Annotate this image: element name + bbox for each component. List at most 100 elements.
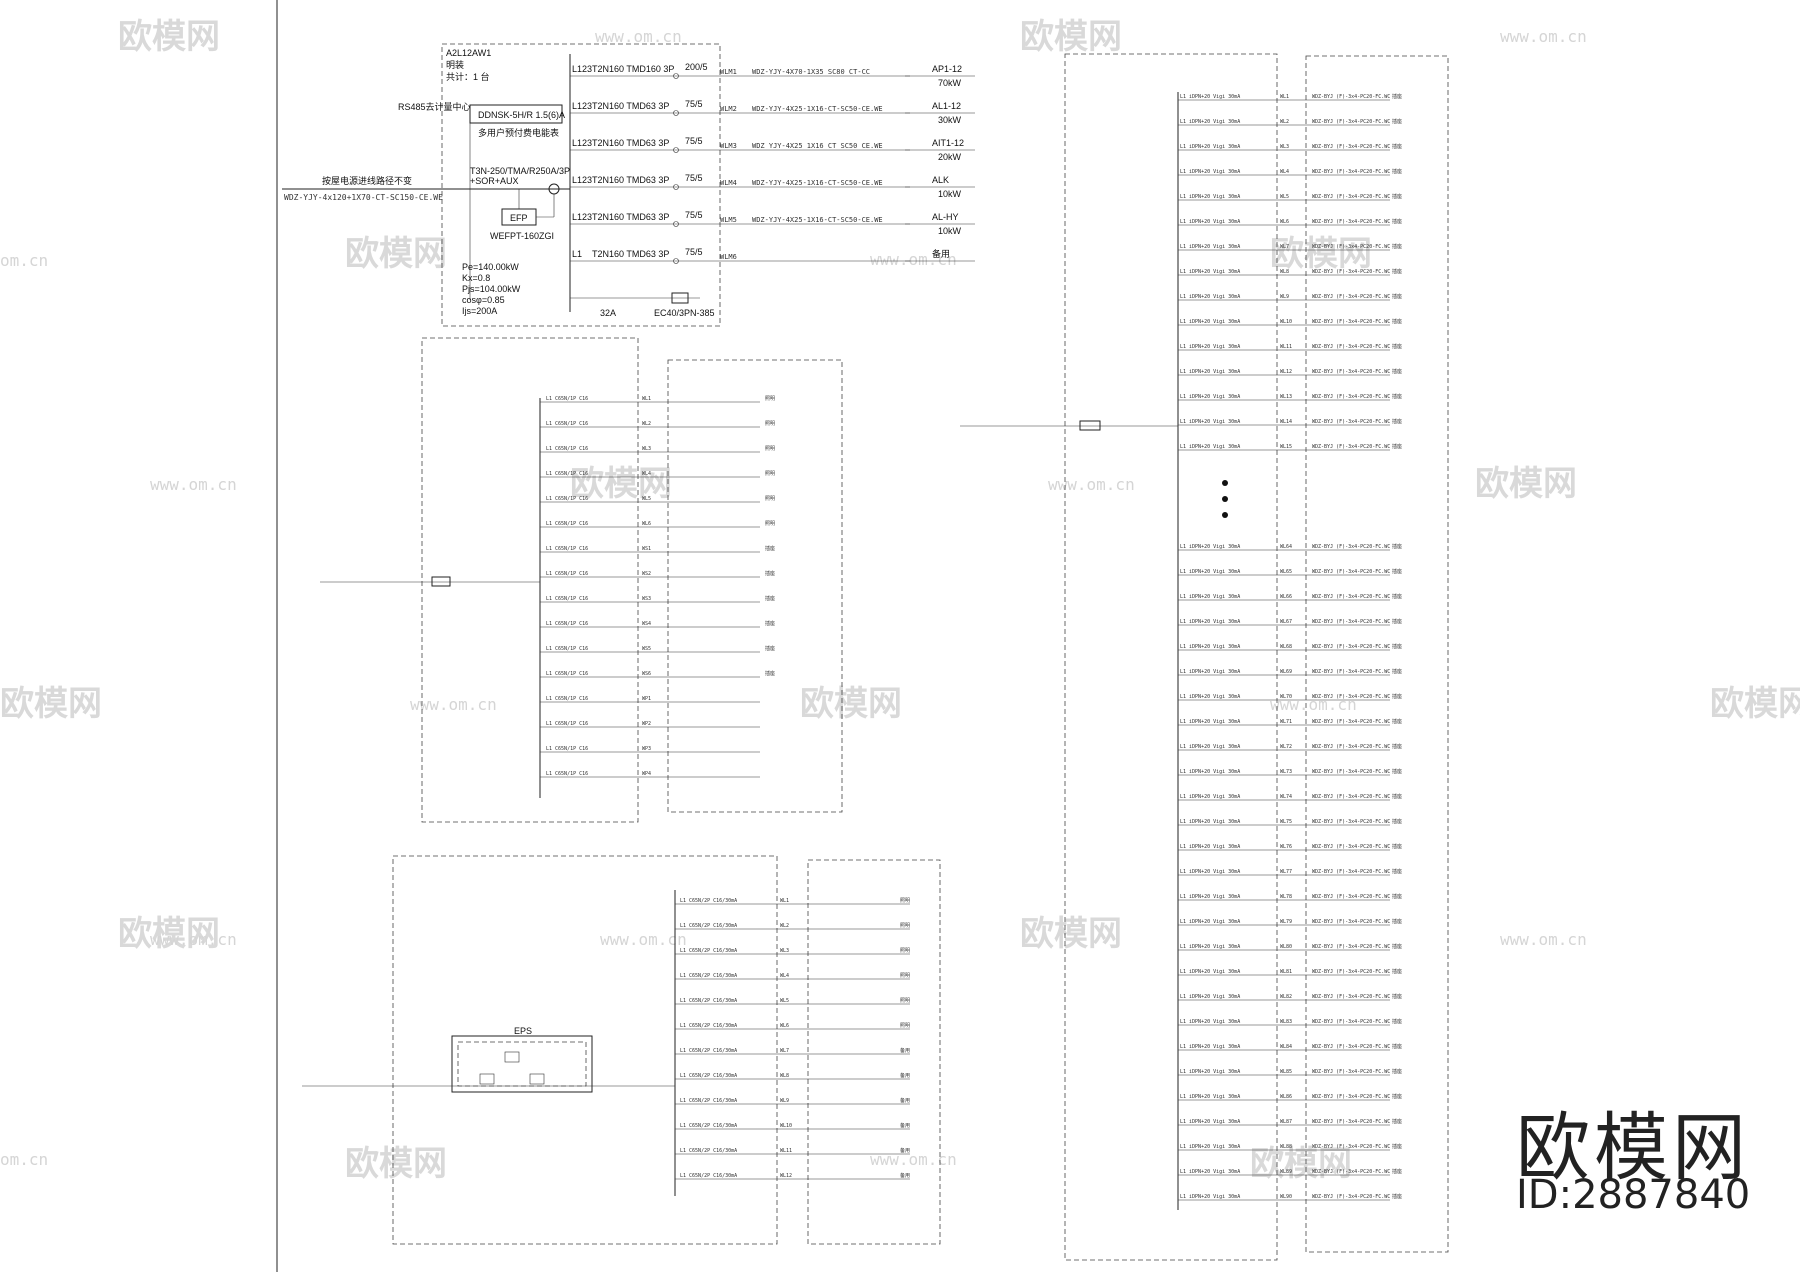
panel2-circuit-id: WS2 [642, 571, 651, 577]
panel4-load: 插座 [1392, 1068, 1402, 1075]
panel4-breaker: L1 iDPN+20 Vigi 30mA [1180, 744, 1240, 750]
panel4-load: 插座 [1392, 568, 1402, 575]
panel4-load: 插座 [1392, 943, 1402, 950]
panel4-breaker: L1 iDPN+20 Vigi 30mA [1180, 669, 1240, 675]
eps-unit-frame [451, 1035, 593, 1093]
panel4-cable: WDZ-BYJ (F)-3x4-PC20-FC.WC [1312, 644, 1390, 650]
energy-meter-box [469, 104, 563, 124]
panel2-load: 照明 [765, 396, 775, 402]
panel4-load: 插座 [1392, 1143, 1402, 1150]
panel4-cable: WDZ-BYJ (F)-3x4-PC20-FC.WC [1312, 444, 1390, 450]
panel2-circuit-id: WS4 [642, 621, 651, 627]
watermark-url: www.om.cn [1500, 930, 1587, 949]
watermark-url: www.om.cn [600, 930, 687, 949]
panel4-breaker: L1 iDPN+20 Vigi 30mA [1180, 1169, 1240, 1175]
panel4-cable: WDZ-BYJ (F)-3x4-PC20-FC.WC [1312, 919, 1390, 925]
panel4-cable: WDZ-BYJ (F)-3x4-PC20-FC.WC [1312, 569, 1390, 575]
circuit-cable: WDZ-YJY-4X25-1X16-CT-SC50-CE.WE [752, 179, 883, 187]
panel3-load: 照明 [900, 898, 910, 904]
panel4-breaker: L1 iDPN+20 Vigi 30mA [1180, 294, 1240, 300]
panel2-circuit-id: WL3 [642, 446, 651, 452]
watermark-brand: 欧模网 [1475, 464, 1577, 504]
panel4-breaker: L1 iDPN+20 Vigi 30mA [1180, 394, 1240, 400]
panel4-circuit-id: WL4 [1280, 169, 1289, 175]
panel2-circuit-id: WS5 [642, 646, 651, 652]
spd-model: EC40/3PN-385 [654, 308, 715, 318]
panel4-circuit-id: WL69 [1280, 669, 1292, 675]
circuit-id: WLM1 [720, 68, 737, 76]
efp-model: WEFPT-160ZGI [490, 231, 554, 241]
circuit-load: 10kW [938, 189, 962, 199]
panel4-circuit-id: WL1 [1280, 94, 1289, 100]
panel4-load: 插座 [1392, 1018, 1402, 1025]
panel2-circuit-id: WS1 [642, 546, 651, 552]
circuit-destination: AL1-12 [932, 101, 961, 111]
panel4-circuit-id: WL86 [1280, 1094, 1292, 1100]
eps-label: EPS [514, 1026, 532, 1036]
panel4-load: 插座 [1392, 893, 1402, 900]
panel2-load: 照明 [765, 421, 775, 427]
panel4-breaker: L1 iDPN+20 Vigi 30mA [1180, 944, 1240, 950]
panel3-circuit-id: WL11 [780, 1148, 792, 1154]
circuit-cable: WDZ-YJY-4X25-1X16-CT-SC50-CE.WE [752, 105, 883, 113]
panel3-breaker: L1 C65N/2P C16/30mA [680, 1148, 737, 1154]
incoming-cable: WDZ-YJY-4x120+1X70-CT-SC150-CE.WE [284, 193, 443, 202]
watermark-brand: 欧模网 [800, 684, 902, 724]
panel4-cable: WDZ-BYJ (F)-3x4-PC20-FC.WC [1312, 1019, 1390, 1025]
panel4-load: 插座 [1392, 318, 1402, 325]
watermark-url: www.om.cn [870, 1150, 957, 1169]
panel4-circuit-id: WL79 [1280, 919, 1292, 925]
panel4-circuit-id: WL6 [1280, 219, 1289, 225]
panel3-frame-left [392, 855, 778, 1245]
panel4-circuit-id: WL84 [1280, 1044, 1292, 1050]
circuit-phase: L123 [572, 175, 592, 185]
watermark-brand: 欧模网 [1250, 1144, 1352, 1184]
circuit-id: WLM4 [720, 179, 737, 187]
panel4-breaker: L1 iDPN+20 Vigi 30mA [1180, 844, 1240, 850]
panel2-breaker: L1 C65N/1P C16 [546, 771, 588, 777]
circuit-load: 20kW [938, 152, 962, 162]
panel3-load: 备用 [900, 1047, 910, 1054]
circuit-breaker: T2N160 TMD63 3P [592, 138, 669, 148]
panel4-breaker: L1 iDPN+20 Vigi 30mA [1180, 769, 1240, 775]
circuit-ct: 75/5 [685, 136, 703, 146]
panel4-circuit-id: WL3 [1280, 144, 1289, 150]
watermark-url: www.om.cn [1048, 475, 1135, 494]
panel4-cable: WDZ-BYJ (F)-3x4-PC20-FC.WC [1312, 894, 1390, 900]
panel4-cable: WDZ-BYJ (F)-3x4-PC20-FC.WC [1312, 344, 1390, 350]
panel4-circuit-id: WL67 [1280, 619, 1292, 625]
panel4-load: 插座 [1392, 218, 1402, 225]
panel4-load: 插座 [1392, 993, 1402, 1000]
panel3-breaker: L1 C65N/2P C16/30mA [680, 973, 737, 979]
panel4-cable: WDZ-BYJ (F)-3x4-PC20-FC.WC [1312, 194, 1390, 200]
panel2-frame-left [421, 337, 639, 823]
panel4-breaker: L1 iDPN+20 Vigi 30mA [1180, 969, 1240, 975]
panel4-circuit-id: WL71 [1280, 719, 1292, 725]
panel4-load: 插座 [1392, 93, 1402, 100]
panel4-cable: WDZ-BYJ (F)-3x4-PC20-FC.WC [1312, 244, 1390, 250]
panel4-breaker: L1 iDPN+20 Vigi 30mA [1180, 244, 1240, 250]
load-parameters: Pe=140.00kWKx=0.8Pjs=104.00kWcosφ=0.85Ij… [462, 262, 521, 316]
panel4-load: 插座 [1392, 918, 1402, 925]
load-parameter: cosφ=0.85 [462, 295, 505, 305]
panel4-circuit-id: WL85 [1280, 1069, 1292, 1075]
panel4-circuit-id: WL70 [1280, 694, 1292, 700]
panel4-breaker: L1 iDPN+20 Vigi 30mA [1180, 119, 1240, 125]
panel2-load: 插座 [765, 595, 775, 602]
circuit-phase: L123 [572, 212, 592, 222]
panel4-breaker: L1 iDPN+20 Vigi 30mA [1180, 644, 1240, 650]
circuit-breaker: T2N160 TMD63 3P [592, 175, 669, 185]
brand-logo-text: 欧模网 [1516, 1105, 1750, 1191]
main-distribution-panel: A2L12AW1 明装 共计：1 台 RS485去计量中心 DDNSK-5H/R… [282, 43, 975, 327]
panel2-load: 照明 [765, 471, 775, 477]
panel4-breaker: L1 iDPN+20 Vigi 30mA [1180, 569, 1240, 575]
panel2-breaker: L1 C65N/1P C16 [546, 546, 588, 552]
panel4-circuit-id: WL5 [1280, 194, 1289, 200]
spd-breaker: 32A [600, 308, 616, 318]
watermark-layer: 欧模网欧模网欧模网欧模网欧模网欧模网欧模网欧模网欧模网欧模网欧模网欧模网欧模网w… [0, 17, 1800, 1184]
panel2-circuit-id: WL2 [642, 421, 651, 427]
panel3-circuit-id: WL3 [780, 948, 789, 954]
panel2-circuit-id: WL4 [642, 471, 651, 477]
